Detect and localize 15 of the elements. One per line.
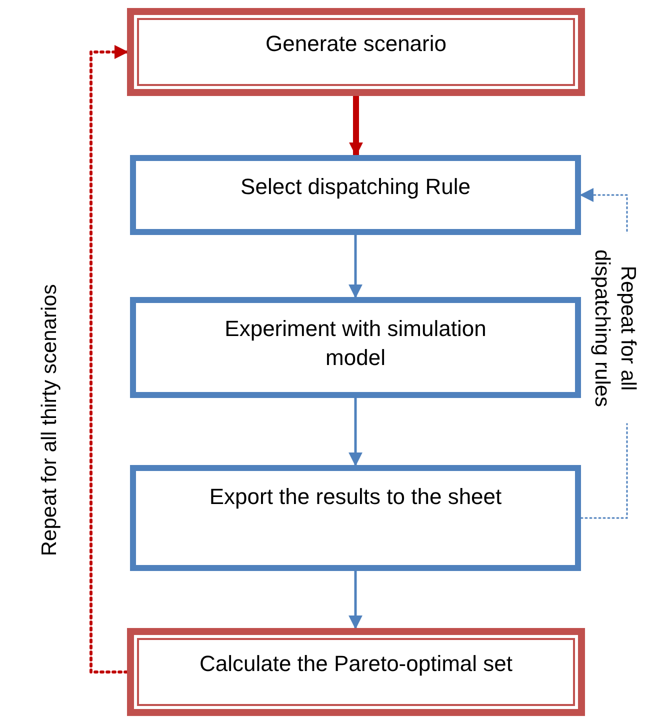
process-box [130,297,581,398]
arrow [349,96,363,156]
terminal-box [127,628,585,716]
arrow [348,235,362,298]
step-text: Experiment with simulation model [224,315,488,372]
arrow [348,398,362,466]
step-text: Calculate the Pareto-optimal set [199,650,513,678]
dotted-loop-arrow [90,45,128,674]
step-text: Select dispatching Rule [240,173,470,201]
terminal-box [127,8,585,96]
step-text: Export the results to the sheet [209,483,502,511]
arrow [348,571,362,630]
step-text: Generate scenario [266,30,446,58]
process-box [130,155,581,235]
process-box [130,465,581,571]
